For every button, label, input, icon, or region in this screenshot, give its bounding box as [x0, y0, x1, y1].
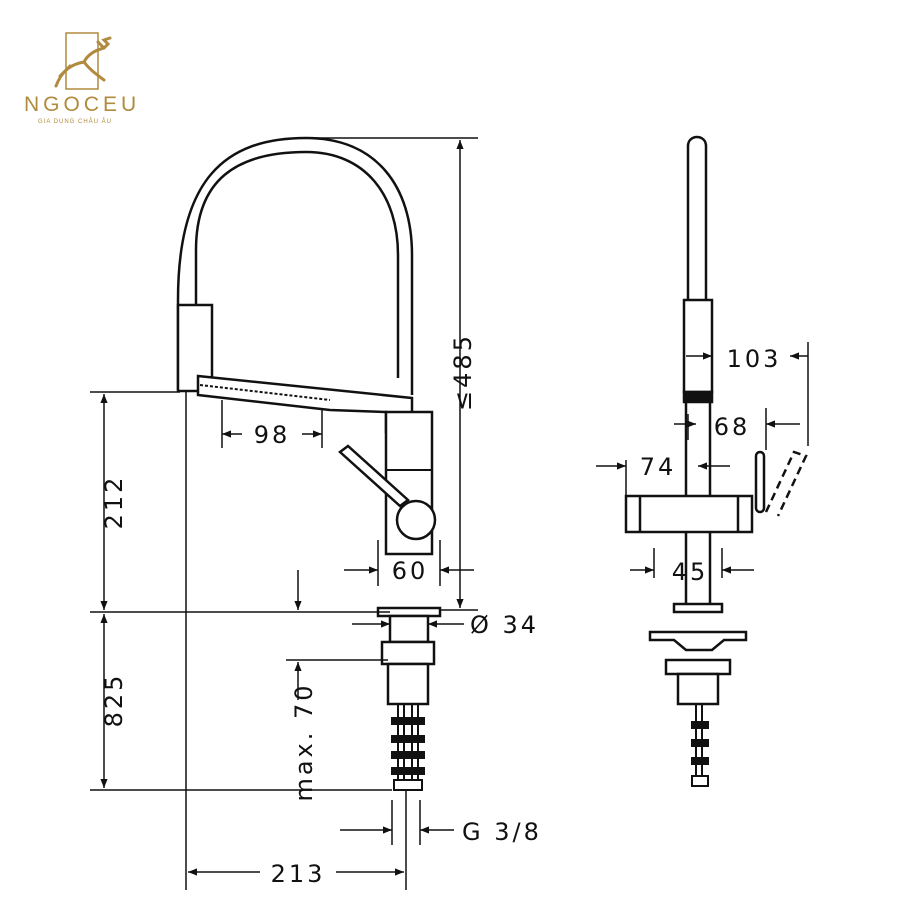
front-view — [176, 136, 442, 791]
side-dimension-labels: 103 68 74 45 — [640, 345, 782, 586]
side-lever-dashed — [764, 450, 808, 517]
dim-side-74: 74 — [640, 453, 677, 481]
side-base-plate — [648, 630, 748, 652]
arch-hose-outer — [176, 136, 414, 395]
side-lever-body — [624, 494, 754, 534]
spout-arm — [196, 374, 414, 434]
side-hose — [686, 135, 708, 300]
front-dimension-lines — [90, 137, 478, 890]
side-supply-hoses — [691, 704, 709, 787]
deer-logo-icon — [54, 32, 112, 90]
side-lever — [754, 450, 766, 514]
side-dimension-lines — [596, 342, 809, 578]
lever-handle — [338, 444, 410, 508]
dim-thread: G 3/8 — [462, 818, 542, 846]
dim-side-45: 45 — [672, 558, 709, 586]
brand-tagline: GIA DỤNG CHÂU ÂU — [38, 118, 112, 125]
dim-side-68: 68 — [714, 413, 751, 441]
side-spray-head — [682, 298, 714, 394]
supply-hoses — [391, 704, 425, 791]
arch-hose-inner — [194, 150, 400, 378]
lever-knob — [395, 499, 437, 541]
side-view — [624, 135, 808, 787]
dim-max-deck-thickness: max. 70 — [290, 682, 318, 801]
dim-upper-height: 212 — [100, 475, 128, 530]
dim-overall-reach: 213 — [271, 860, 326, 888]
dim-base-width: 60 — [392, 557, 429, 585]
dim-spout-height: ≤485 — [449, 333, 477, 411]
dim-lower-height: 825 — [100, 673, 128, 728]
dim-side-103: 103 — [727, 345, 782, 373]
tailpiece — [386, 662, 430, 706]
brand-name: NGOCEU — [24, 93, 140, 116]
dim-hose-diameter: Ø 34 — [470, 611, 539, 639]
brand-logo: NGOCEU GIA DỤNG CHÂU ÂU — [24, 32, 140, 125]
front-dimension-labels: ≤485 212 825 max. 70 98 60 Ø 34 G 3/8 21… — [100, 333, 542, 888]
dim-spout-reach: 98 — [254, 421, 291, 449]
